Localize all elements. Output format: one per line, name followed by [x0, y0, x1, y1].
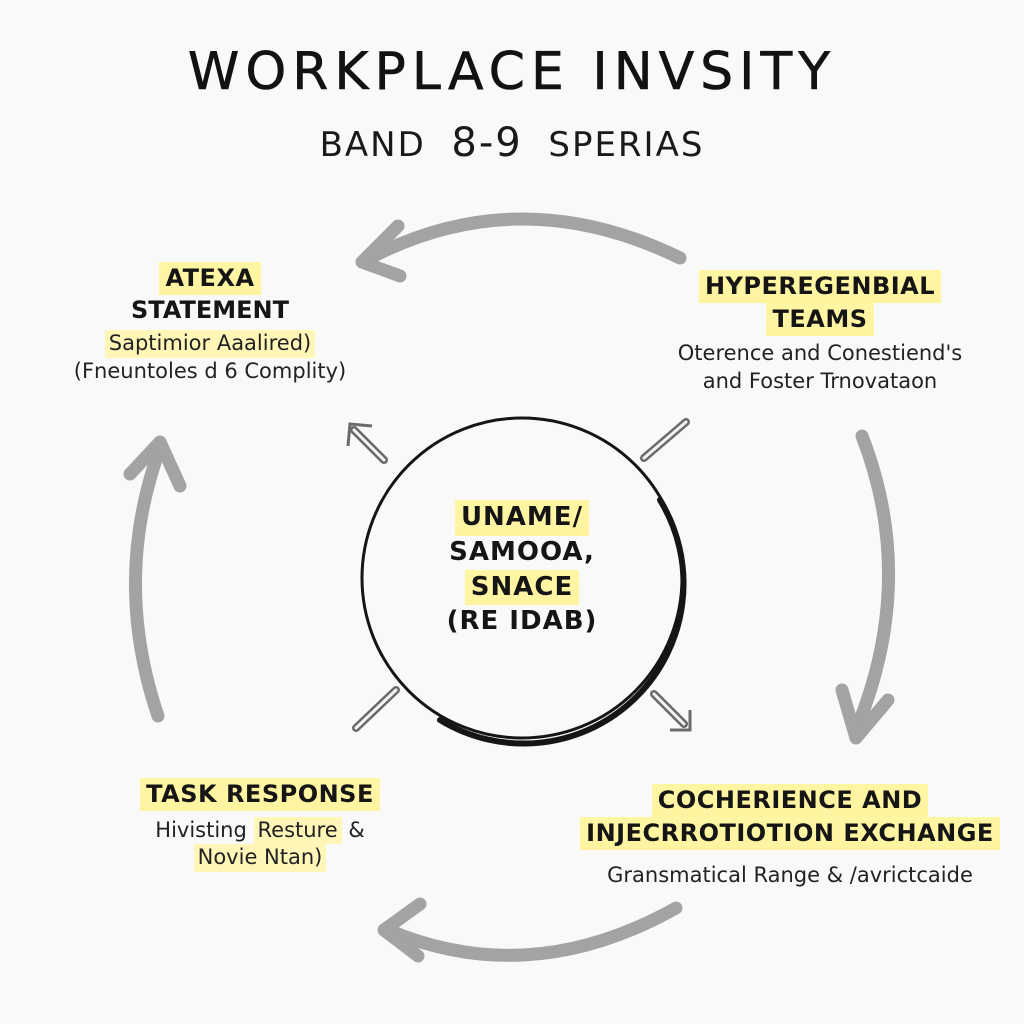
right-arrow-head — [835, 683, 895, 745]
bottom-right-heading-1: COCHERIENCE AND — [651, 784, 929, 818]
top-left-heading-1: ATEXA — [159, 262, 261, 296]
bottom-right-line-1: Gransmatical Range & /аvrictcaide — [607, 863, 973, 888]
center-line-3: SNACE — [464, 569, 580, 606]
diagram-title: WORKPLACE INVSITY — [187, 42, 837, 103]
left-arrow — [129, 441, 167, 723]
bottom-left-line-1a: Hivisting — [155, 818, 254, 843]
top-left-line-1: Saptimior Aaalired) — [104, 330, 316, 358]
node-bottom-right: COCHERIENCE AND INJECRROTIOTION EXCHANGE… — [580, 784, 1000, 890]
bottom-right-heading-2: INJECRROTIOTION EXCHANGE — [580, 817, 1000, 851]
left-arrow-head — [123, 435, 187, 493]
top-right-line-2: and Foster Trnovataon — [702, 368, 938, 393]
center-label: UNAME/ SAMOOA, SNACE (RE IDAB) — [402, 500, 642, 639]
subtitle-suffix: SPERIAS — [548, 125, 705, 165]
top-left-line-2: (Fneuntoles d 6 Complity) — [73, 358, 347, 383]
connector-top-right — [640, 418, 690, 462]
subtitle-number: 8-9 — [451, 120, 523, 166]
subtitle-prefix: BAND — [319, 125, 426, 165]
diagram-subtitle: BAND 8-9 SPERIAS — [0, 120, 1024, 166]
top-arrow-head — [355, 219, 407, 283]
node-top-left: ATEXA STATEMENT Saptimior Aaalired) (Fne… — [40, 262, 380, 385]
center-line-2: SAMOOA, — [449, 536, 595, 567]
top-arrow — [363, 212, 687, 265]
top-right-line-1: Oterence and Conestiend's — [677, 341, 963, 366]
bottom-arrow — [381, 901, 683, 962]
bottom-arrow-head — [377, 897, 427, 963]
node-bottom-left: TASK RESPONSE Hivisting Resture & Novie … — [80, 778, 440, 872]
connector-top-left — [346, 422, 388, 464]
top-right-heading-1: HYPEREGENBIAL — [698, 270, 942, 304]
connector-bottom-right — [650, 690, 692, 732]
bottom-left-line-1c: & — [341, 818, 365, 843]
bottom-left-heading: TASK RESPONSE — [140, 778, 380, 812]
connector-bottom-left — [352, 686, 400, 732]
center-circle-shadow — [437, 497, 687, 747]
right-arrow — [849, 429, 895, 737]
node-top-right: HYPEREGENBIAL TEAMS Oterence and Conesti… — [640, 270, 1000, 395]
center-line-1: UNAME/ — [454, 500, 590, 536]
bottom-left-line-2: Novie Ntan) — [193, 844, 327, 872]
bottom-left-line-1b: Resture — [253, 817, 342, 845]
top-left-heading-2: STATEMENT — [130, 296, 289, 325]
center-line-4: (RE IDAB) — [446, 606, 598, 637]
top-right-heading-2: TEAMS — [766, 303, 874, 337]
